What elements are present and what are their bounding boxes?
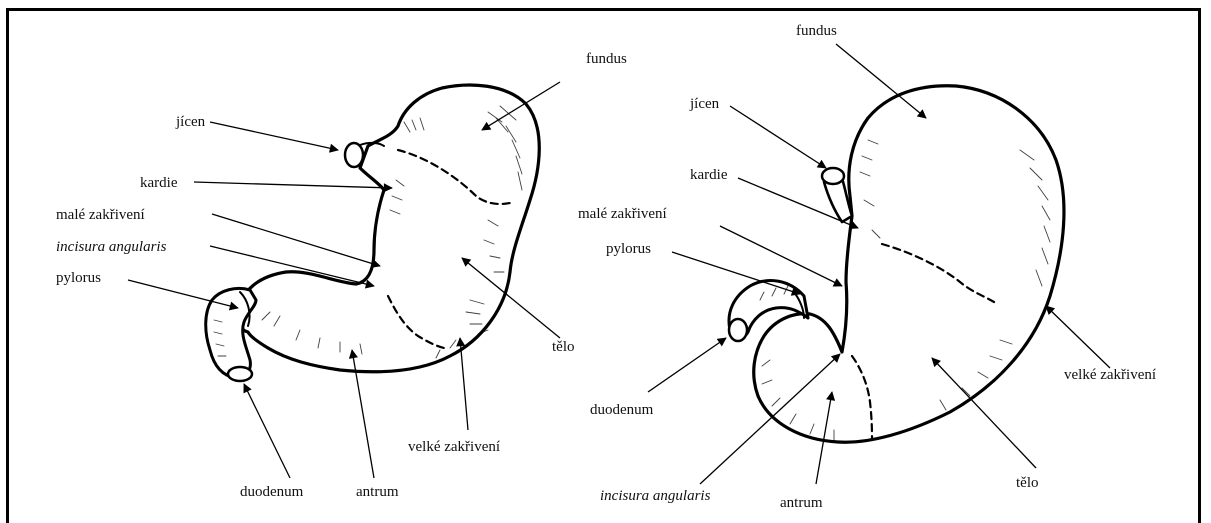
label-left-male-zakriveni: malé zakřivení bbox=[56, 208, 145, 223]
arrow-left-velke bbox=[460, 338, 468, 430]
arrow-right-male-zakriveni bbox=[720, 226, 842, 286]
label-left-fundus: fundus bbox=[586, 52, 627, 67]
label-left-incisura: incisura angularis bbox=[56, 240, 166, 255]
label-right-pylorus: pylorus bbox=[606, 242, 651, 257]
label-right-duodenum: duodenum bbox=[590, 403, 653, 418]
right-duodenum-opening bbox=[729, 319, 747, 341]
arrow-left-male-zakriveni bbox=[212, 214, 380, 266]
arrow-right-jicen bbox=[730, 106, 826, 168]
right-esophagus-opening bbox=[822, 168, 844, 184]
left-duodenum-opening bbox=[228, 367, 252, 381]
label-left-jicen: jícen bbox=[176, 115, 205, 130]
label-right-incisura: incisura angularis bbox=[600, 489, 710, 504]
label-left-velke-zakriveni: velké zakřivení bbox=[408, 440, 500, 455]
arrow-right-duodenum bbox=[648, 338, 726, 392]
label-left-telo: tělo bbox=[552, 340, 575, 355]
right-stomach bbox=[729, 86, 1064, 442]
right-stomach-outline bbox=[754, 86, 1064, 442]
arrow-left-jicen bbox=[210, 122, 338, 150]
label-right-kardie: kardie bbox=[690, 168, 727, 183]
arrow-left-kardie bbox=[194, 182, 392, 188]
label-right-antrum: antrum bbox=[780, 496, 823, 511]
arrow-right-velke bbox=[1046, 306, 1110, 368]
arrow-left-duodenum bbox=[244, 384, 290, 478]
label-right-velke-zakriveni: velké zakřivení bbox=[1064, 368, 1156, 383]
label-right-fundus: fundus bbox=[796, 24, 837, 39]
label-right-telo: tělo bbox=[1016, 476, 1039, 491]
label-left-antrum: antrum bbox=[356, 485, 399, 500]
label-right-male-zakriveni: malé zakřivení bbox=[578, 207, 667, 222]
label-left-duodenum: duodenum bbox=[240, 485, 303, 500]
left-stomach-outline bbox=[236, 85, 539, 372]
arrow-right-pylorus bbox=[672, 252, 800, 294]
label-right-jicen: jícen bbox=[690, 97, 719, 112]
label-left-pylorus: pylorus bbox=[56, 271, 101, 286]
left-stomach bbox=[206, 85, 540, 381]
label-left-kardie: kardie bbox=[140, 176, 177, 191]
left-esophagus-opening bbox=[345, 143, 363, 167]
